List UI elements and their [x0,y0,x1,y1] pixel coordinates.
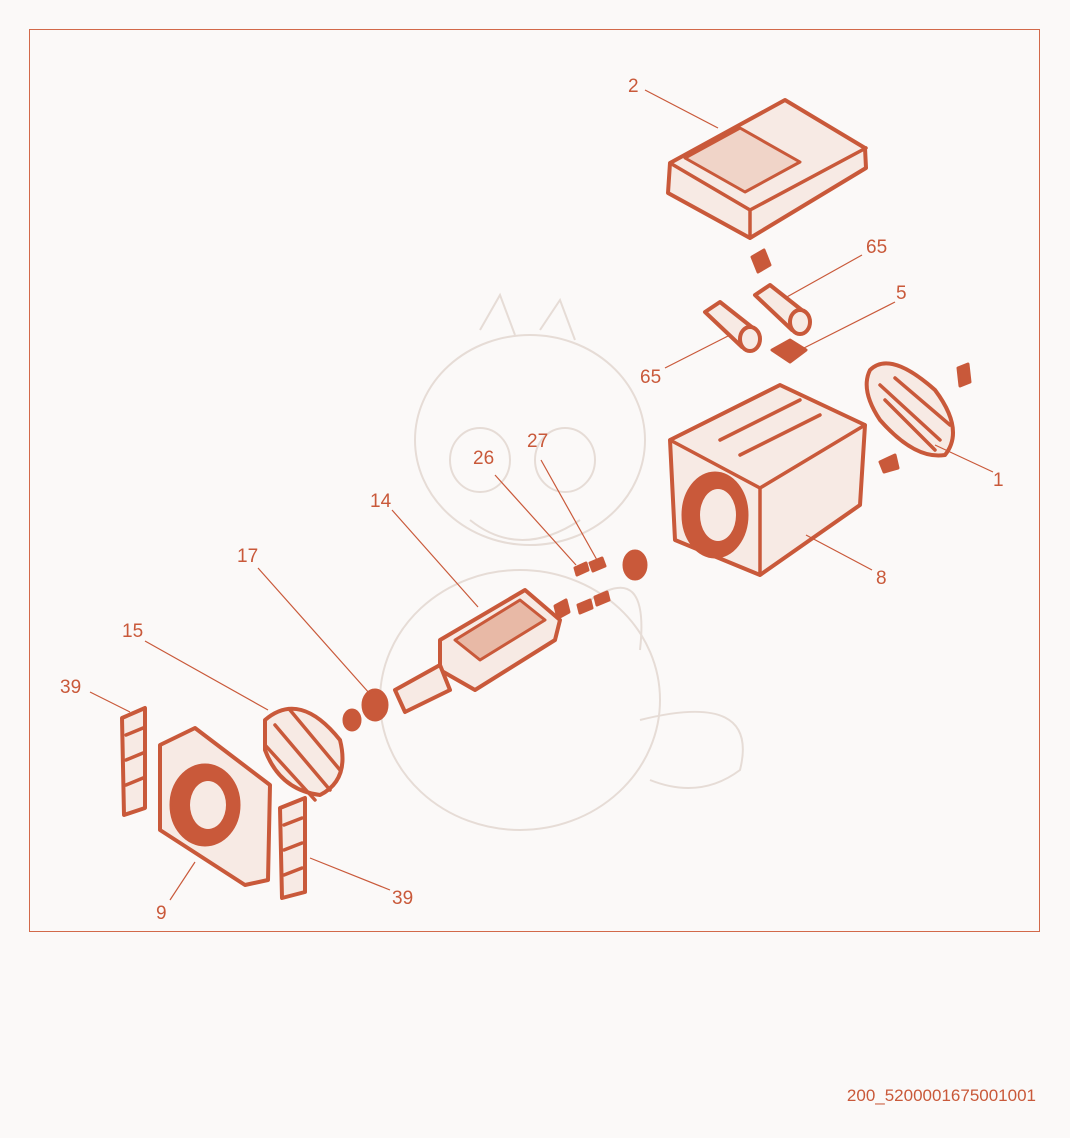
part-cover-clip [750,248,772,274]
part-17-bearing [342,688,389,732]
drawing-number: 200_5200001675001001 [846,1086,1036,1105]
callout-39-left: 39 [60,677,81,698]
exploded-parts-diagram: 2 65 5 65 1 27 26 14 8 17 15 39 39 9 [60,76,1004,924]
callout-2: 2 [628,76,639,97]
callout-14: 14 [370,491,392,512]
callout-65-lower: 65 [640,367,661,388]
part-27-26-small-parts [573,549,648,615]
part-2-top-cover [666,98,868,240]
callout-8: 8 [876,568,887,589]
callout-5: 5 [896,283,907,304]
part-8-motor-housing [668,383,867,577]
part-9-fan-cover [158,726,272,887]
callout-26: 26 [473,448,494,469]
callout-9: 9 [156,903,167,924]
callout-15: 15 [122,621,143,642]
callout-17: 17 [237,546,258,567]
watermark-mascot [379,292,744,831]
part-39-mounting-strips [120,706,307,900]
callout-39-right: 39 [392,888,413,909]
part-5-connector [770,338,808,364]
part-15-fan [263,706,345,802]
part-14-rotor [393,588,571,714]
callout-65-upper: 65 [866,237,887,258]
diagram-frame [29,29,1040,932]
callout-1: 1 [993,470,1004,491]
leader-lines [89,89,994,901]
callout-27: 27 [527,431,548,452]
part-1-end-grille [864,361,972,474]
